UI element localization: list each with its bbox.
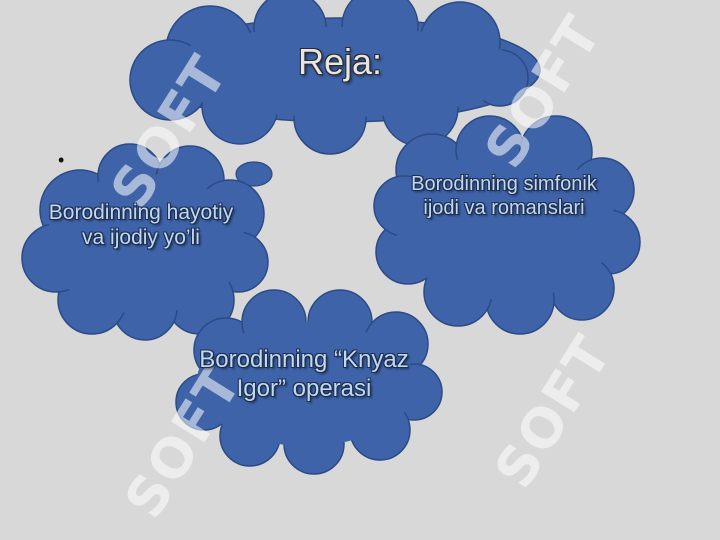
bullet-point: • [58,150,65,170]
slide-title: Reja: [297,41,383,82]
right-cloud-label: Borodinning simfonik ijodi va romanslari [411,173,597,219]
right-cloud [373,115,641,335]
title-cloud [129,0,541,155]
bottom-cloud-label: Borodinning “Knyaz Igor” operasi [199,346,409,402]
bottom-cloud [175,289,443,475]
left-cloud [21,143,269,341]
left-cloud-label: Borodinning hayotiy va ijodiy yo’li [48,201,234,250]
title-cloud-tail [235,161,273,187]
